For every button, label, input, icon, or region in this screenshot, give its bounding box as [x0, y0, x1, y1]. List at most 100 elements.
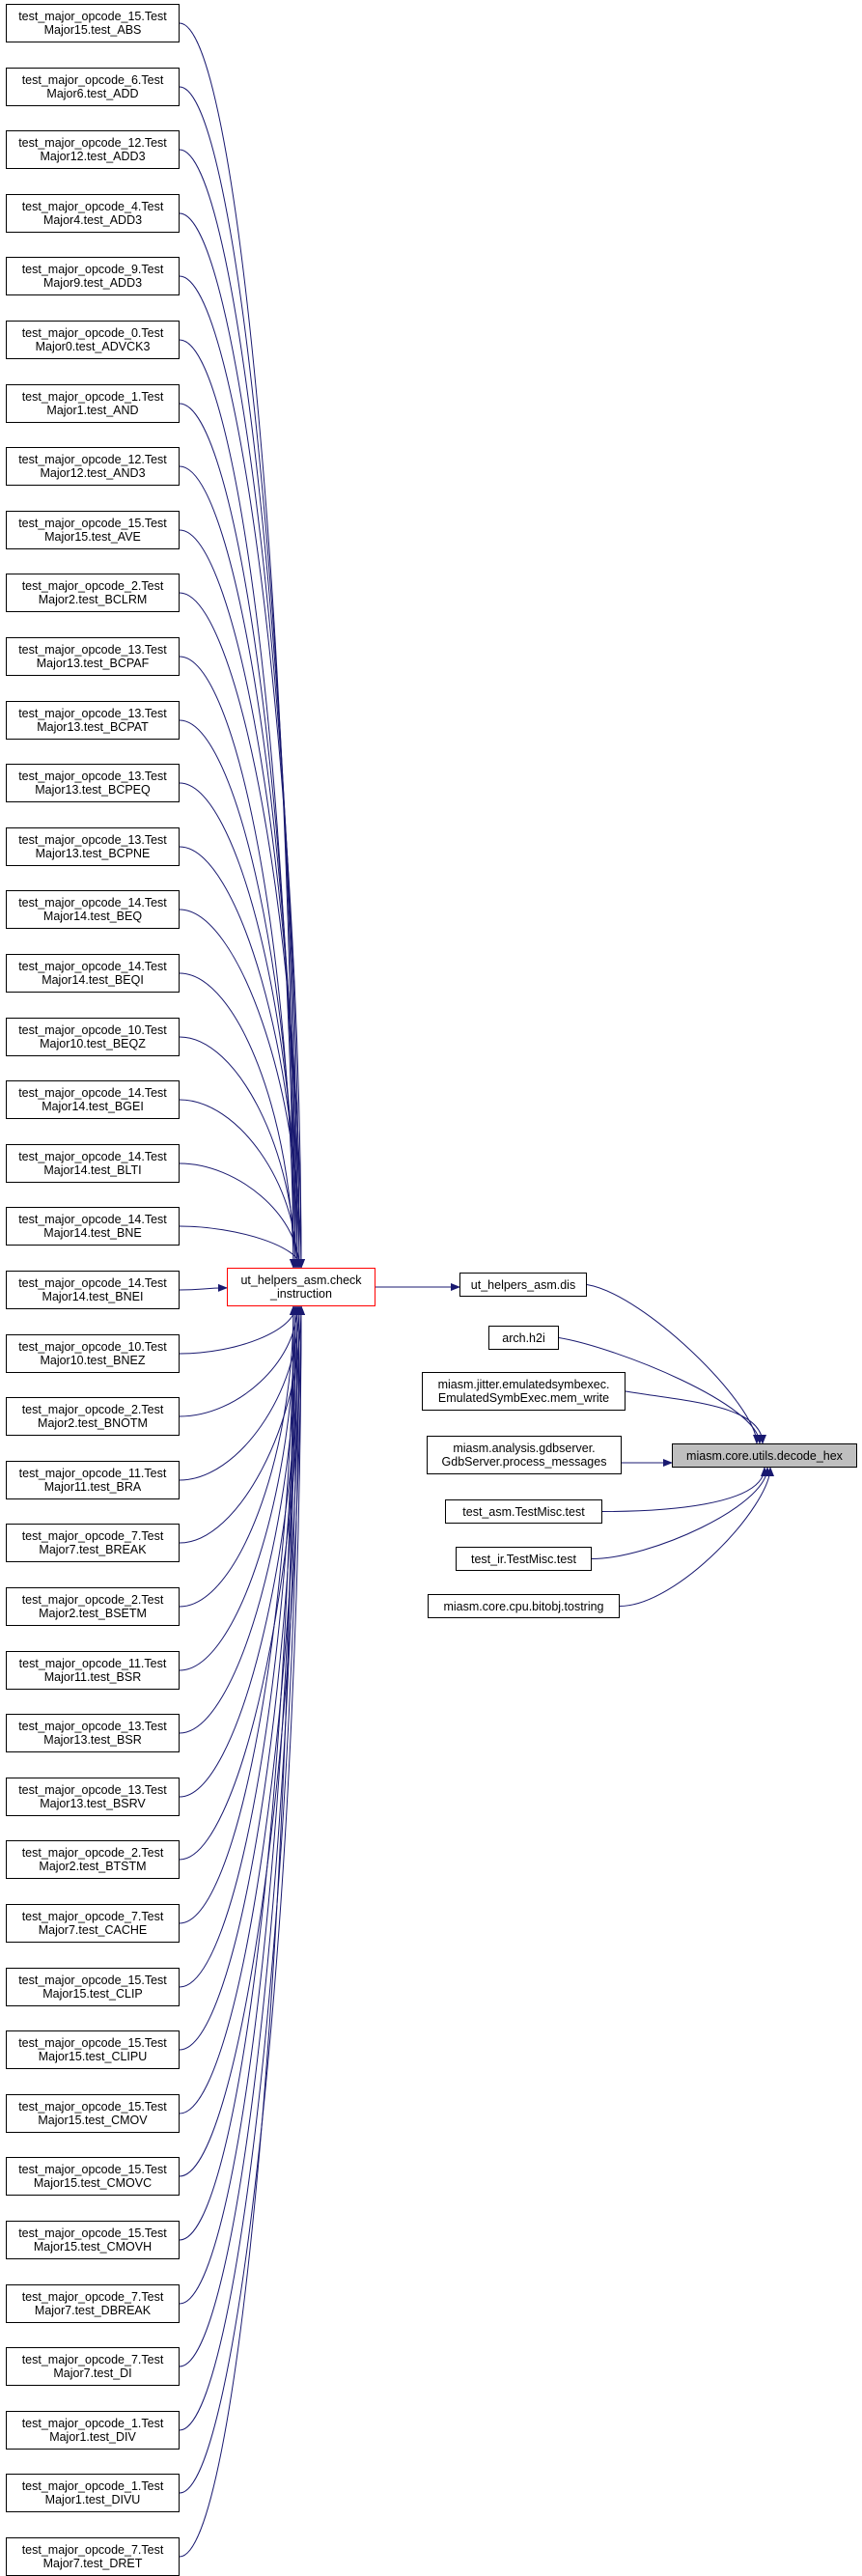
- edge-test-to-check-instruction: [179, 1036, 299, 1269]
- edge-test-to-check-instruction: [179, 1225, 305, 1269]
- node-label-line1: test_major_opcode_14.Test: [18, 1150, 167, 1163]
- node-label-line2: Major7.test_DRET: [42, 2557, 143, 2570]
- node-label-line2: Major14.test_BNE: [43, 1226, 142, 1240]
- edge-test-to-check-instruction: [179, 1305, 305, 2494]
- edge-test-to-check-instruction: [179, 1305, 299, 2305]
- node-decode-hex[interactable]: miasm.core.utils.decode_hex: [672, 1443, 857, 1468]
- node-label-line1: ut_helpers_asm.dis: [470, 1277, 576, 1292]
- node-label-line2: Major14.test_BGEI: [42, 1100, 144, 1113]
- node-label-line1: test_major_opcode_7.Test: [21, 2353, 164, 2366]
- node-label-line2: Major14.test_BLTI: [43, 1163, 142, 1177]
- node-label-line1: test_major_opcode_11.Test: [18, 1657, 167, 1670]
- edge-test-to-check-instruction: [179, 403, 299, 1269]
- edge-test-to-check-instruction: [179, 1283, 228, 1292]
- node-label-line1: test_major_opcode_13.Test: [18, 833, 167, 847]
- node-label-line2: EmulatedSymbExec.mem_write: [437, 1391, 610, 1405]
- node-label-line1: test_major_opcode_13.Test: [18, 1720, 167, 1733]
- node-label-line1: test_major_opcode_13.Test: [18, 1783, 167, 1797]
- edge-test-to-check-instruction: [179, 22, 297, 1269]
- node-label-line2: GdbServer.process_messages: [441, 1455, 607, 1469]
- node-label-line2: Major10.test_BEQZ: [40, 1037, 146, 1050]
- edge-test-to-check-instruction: [179, 339, 297, 1269]
- node-gdbserver-process-messages[interactable]: miasm.analysis.gdbserver.GdbServer.proce…: [427, 1436, 622, 1474]
- node-test-ir-testmisc-test[interactable]: test_ir.TestMisc.test: [456, 1547, 592, 1571]
- node-label-line2: Major1.test_DIV: [49, 2430, 136, 2444]
- node-label-line1: test_major_opcode_13.Test: [18, 770, 167, 783]
- node-arch-h2i[interactable]: arch.h2i: [488, 1326, 559, 1350]
- edge-test-to-check-instruction: [179, 1305, 299, 1355]
- node-label-line2: Major15.test_CLIP: [42, 1987, 143, 2001]
- edge-test-to-check-instruction: [179, 1305, 301, 2051]
- edge-test-to-check-instruction: [179, 1305, 303, 2114]
- edge-caller-to-decode-hex: [586, 1284, 761, 1444]
- node-label-line2: Major12.test_ADD3: [40, 150, 146, 163]
- node-label-line1: test_major_opcode_14.Test: [18, 1086, 167, 1100]
- edge-caller-to-decode-hex: [591, 1467, 771, 1559]
- node-label-line2: Major0.test_ADVCK3: [35, 340, 151, 353]
- edge-caller-to-decode-hex: [625, 1390, 766, 1444]
- edge-test-to-check-instruction: [179, 1099, 301, 1269]
- edge-test-to-check-instruction: [179, 1305, 303, 1798]
- edge-test-to-check-instruction: [179, 719, 299, 1269]
- node-label-line1: test_major_opcode_15.Test: [18, 2036, 167, 2050]
- node-check-instruction[interactable]: ut_helpers_asm.check _instruction: [227, 1268, 375, 1306]
- node-cpu-bitobj-tostring[interactable]: miasm.core.cpu.bitobj.tostring: [428, 1594, 620, 1618]
- node-emulatedsymbexec-mem-write[interactable]: miasm.jitter.emulatedsymbexec.EmulatedSy…: [422, 1372, 626, 1411]
- node-label-line1: test_major_opcode_2.Test: [21, 579, 164, 593]
- node-label-line1: test_major_opcode_15.Test: [18, 10, 167, 23]
- node-label-line2: Major1.test_DIVU: [44, 2493, 141, 2506]
- node-label-line1: test_major_opcode_2.Test: [21, 1846, 164, 1860]
- edge-test-to-check-instruction: [179, 212, 303, 1269]
- node-ut-helpers-asm-dis[interactable]: ut_helpers_asm.dis: [459, 1273, 587, 1297]
- node-label-line2: Major7.test_BREAK: [39, 1543, 147, 1556]
- node-label-line2: Major7.test_DI: [53, 2366, 132, 2380]
- node-test-asm-testmisc-test[interactable]: test_asm.TestMisc.test: [445, 1499, 602, 1524]
- node-label-line2: Major13.test_BCPEQ: [35, 783, 151, 797]
- node-label-line2: Major2.test_BCLRM: [38, 593, 148, 606]
- edge-test-to-check-instruction: [179, 1305, 297, 1608]
- node-label-line2: Major13.test_BCPAT: [37, 720, 149, 734]
